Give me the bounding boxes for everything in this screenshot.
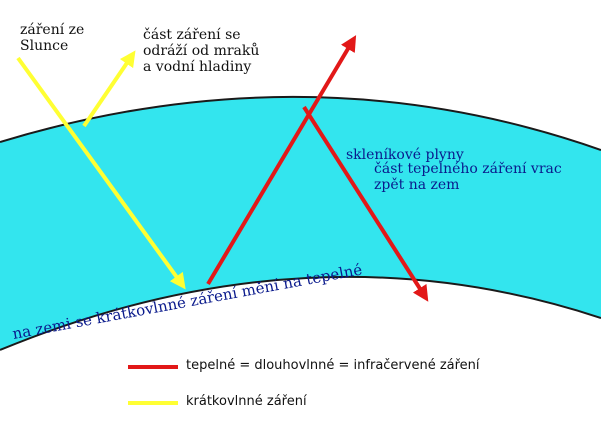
sun-radiation-line1: záření ze [20, 22, 85, 38]
sun-radiation-line2: Slunce [20, 38, 69, 54]
legend-longwave-label: tepelné = dlouhovlnné = infračervené zář… [186, 358, 480, 373]
reflected-line1: část záření se [143, 27, 241, 43]
returned-line1: část tepelného záření vrac [374, 161, 562, 177]
returned-radiation-label: část tepelného záření vrac zpět na zem [374, 161, 599, 193]
earth-surface-edge [0, 275, 601, 351]
greenhouse-gas-layer [0, 96, 601, 350]
legend-longwave-swatch [128, 365, 178, 369]
reflected-shortwave-ray [82, 50, 136, 128]
incoming-shortwave-ray [16, 56, 186, 290]
sun-radiation-label: záření ze Slunce [20, 22, 84, 54]
greenhouse-gases-label: skleníkové plyny [346, 147, 464, 163]
returned-longwave-ray [302, 105, 429, 302]
reflected-radiation-label: část záření se odráží od mraků a vodní h… [143, 27, 259, 75]
returned-line2: zpět na zem [374, 177, 460, 193]
reflected-line2: odráží od mraků [143, 43, 260, 59]
legend-shortwave-swatch [128, 401, 178, 405]
legend-shortwave-label: krátkovlnné záření [186, 394, 307, 409]
outgoing-longwave-ray [206, 35, 357, 286]
reflected-line3: a vodní hladiny [143, 59, 252, 75]
